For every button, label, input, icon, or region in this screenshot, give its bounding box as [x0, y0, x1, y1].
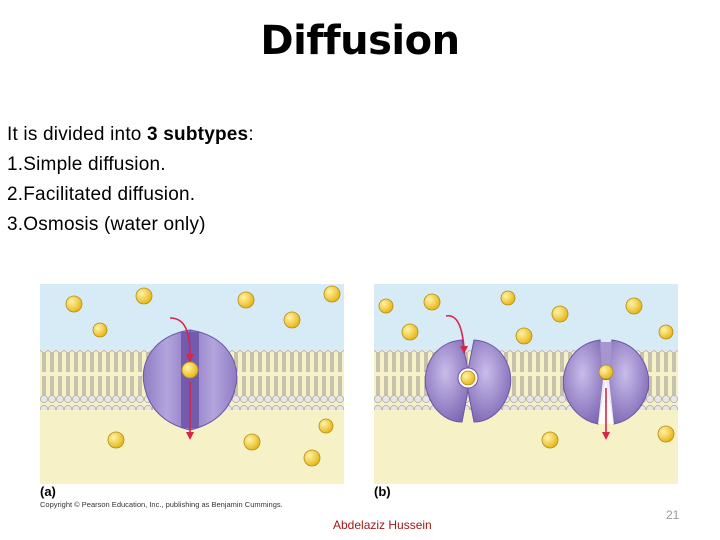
list-text: Facilitated diffusion.: [23, 184, 196, 205]
solute-molecules: [378, 290, 675, 449]
channel-protein-left: [142, 329, 191, 431]
slide-body: It is divided into 3 subtypes: 1.Simple …: [7, 120, 254, 240]
panel-a-illustration: [40, 284, 344, 484]
intro-line: It is divided into 3 subtypes:: [7, 120, 254, 150]
diffusion-figure: (a) (b) Copyright © Pearson Education, I…: [38, 284, 682, 514]
list-item: 2.Facilitated diffusion.: [7, 180, 254, 210]
list-number: 1.: [7, 154, 24, 175]
arrow-head: [186, 354, 194, 362]
intro-pre: It is divided into: [7, 124, 148, 145]
intro-post: :: [248, 124, 254, 145]
copyright-notice: Copyright © Pearson Education, Inc., pub…: [40, 500, 283, 509]
panel-b-illustration: [374, 284, 678, 484]
carrier-protein-open: [424, 339, 512, 423]
facilitated-arrow: [445, 315, 607, 434]
list-text: Simple diffusion.: [23, 154, 166, 175]
page-number: 21: [666, 508, 680, 522]
arrow-head: [186, 432, 194, 440]
list-item: 1.Simple diffusion.: [7, 150, 254, 180]
author-footer: Abdelaziz Hussein: [333, 518, 432, 532]
panel-b-label: (b): [374, 484, 391, 499]
intro-bold: 3 subtypes: [147, 124, 249, 145]
arrow-head: [602, 432, 610, 440]
channel-pore: [181, 332, 199, 428]
arrow-head: [460, 346, 468, 354]
diffusion-arrow: [169, 317, 191, 434]
panel-a-label: (a): [40, 484, 56, 499]
list-text: Osmosis (water only): [23, 214, 206, 235]
list-item: 3.Osmosis (water only): [7, 210, 254, 240]
channel-protein-right: [189, 329, 238, 431]
slide-title: Diffusion: [260, 18, 460, 64]
list-number: 2.: [7, 184, 24, 205]
solute-molecules: [65, 285, 341, 467]
list-number: 3.: [7, 214, 24, 235]
